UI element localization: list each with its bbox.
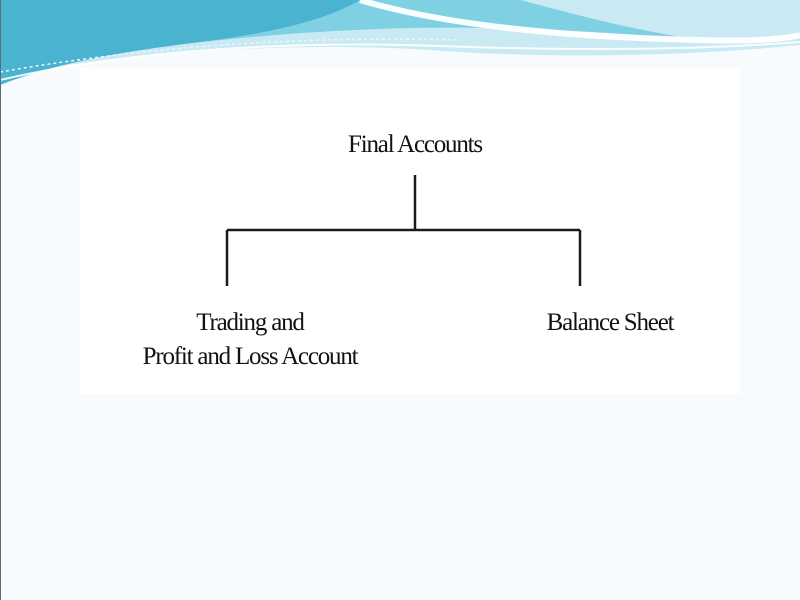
node-final-accounts-label: Final Accounts xyxy=(348,131,483,158)
left-edge-line xyxy=(0,0,1,600)
wave-highlight-1 xyxy=(359,0,800,44)
diagram-area: Final Accounts Trading and Profit and Lo… xyxy=(80,68,740,394)
node-trading-pl-account: Trading and Profit and Loss Account xyxy=(120,306,380,374)
tree-connectors xyxy=(225,175,582,286)
header-wave-decoration xyxy=(0,0,800,85)
node-trading-line2: Profit and Loss Account xyxy=(142,343,359,370)
wave-front xyxy=(0,0,360,85)
wave-highlight-3 xyxy=(0,38,461,73)
node-final-accounts: Final Accounts xyxy=(310,128,520,162)
node-balance-sheet: Balance Sheet xyxy=(520,306,700,340)
node-balance-sheet-label: Balance Sheet xyxy=(546,309,675,336)
wave-highlight-2 xyxy=(0,41,800,81)
node-trading-line1: Trading and xyxy=(196,309,305,336)
